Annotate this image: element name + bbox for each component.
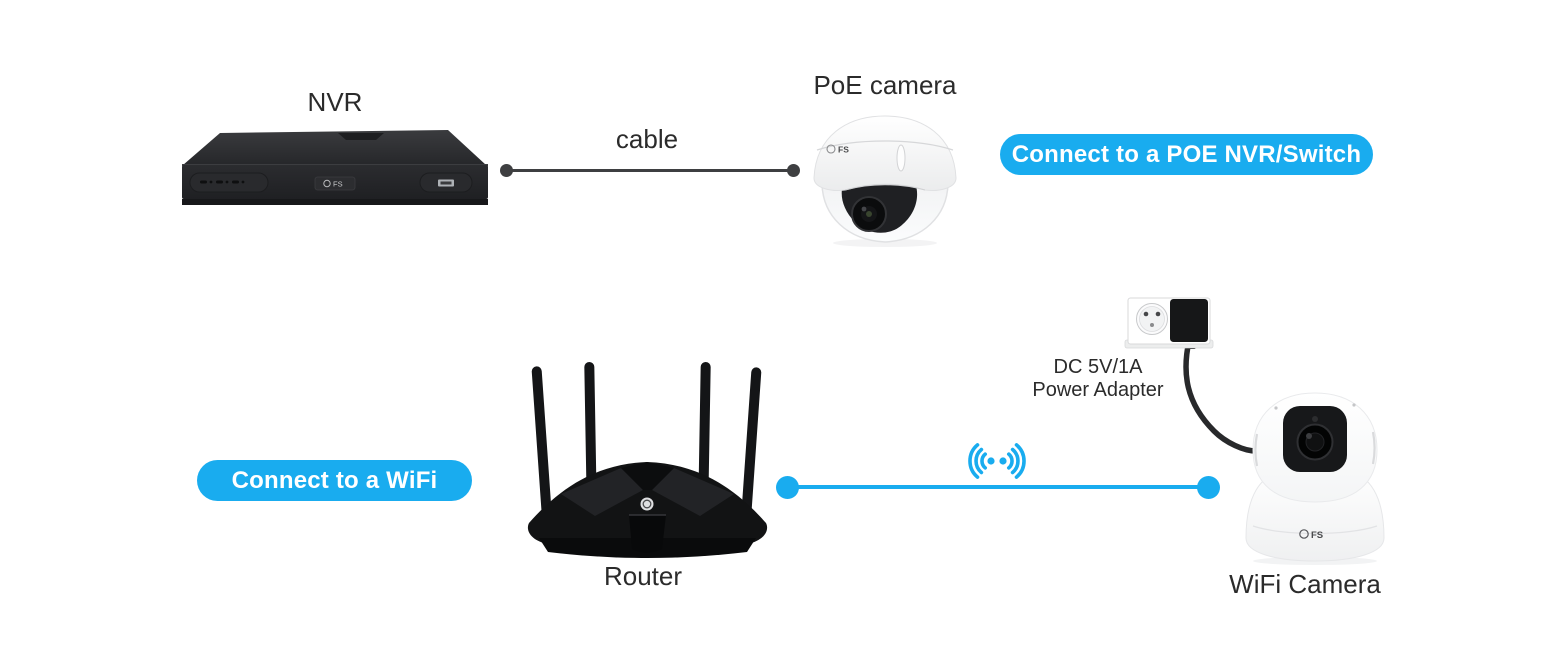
power-adapter-label-line2: Power Adapter bbox=[1032, 379, 1164, 401]
cable-line bbox=[506, 169, 793, 172]
cable-label: cable bbox=[615, 124, 679, 154]
svg-text:FS: FS bbox=[838, 145, 849, 155]
poe-camera-label: PoE camera bbox=[813, 70, 957, 100]
svg-text:FS: FS bbox=[1311, 530, 1323, 541]
router-label: Router bbox=[603, 561, 683, 591]
camera-face bbox=[1283, 406, 1347, 472]
outlet-socket bbox=[1136, 303, 1168, 335]
usb-port-icon bbox=[438, 179, 454, 187]
connect-wifi-button[interactable]: Connect to a WiFi bbox=[197, 460, 472, 501]
wireless-endpoint-dot bbox=[776, 476, 799, 499]
camera-mic-slot bbox=[896, 144, 906, 172]
cable-endpoint-dot bbox=[787, 164, 800, 177]
nvr-image: FS bbox=[182, 130, 488, 205]
power-adapter-plug bbox=[1170, 299, 1208, 342]
connect-poe-button-label: Connect to a POE NVR/Switch bbox=[1011, 140, 1362, 168]
fs-logo: FS bbox=[826, 144, 849, 155]
router-image bbox=[527, 362, 768, 558]
nvr-status-leds bbox=[200, 180, 245, 184]
wifi-signal-icon bbox=[968, 443, 1026, 479]
router-logo bbox=[640, 497, 654, 511]
router-body bbox=[527, 462, 768, 558]
cable-endpoint-dot bbox=[500, 164, 513, 177]
connect-wifi-button-label: Connect to a WiFi bbox=[231, 466, 438, 494]
power-adapter-label: DC 5V/1A Power Adapter bbox=[1008, 356, 1188, 402]
fs-logo: FS bbox=[333, 180, 343, 189]
nvr-logo-badge: FS bbox=[314, 176, 356, 191]
nvr-led-panel bbox=[189, 172, 269, 193]
power-outlet-image bbox=[1124, 297, 1259, 454]
fs-logo: FS bbox=[1299, 529, 1323, 541]
wireless-endpoint-dot bbox=[1197, 476, 1220, 499]
nvr-label: NVR bbox=[307, 87, 363, 117]
power-cord bbox=[1183, 338, 1259, 454]
nvr-top-notch bbox=[338, 133, 384, 140]
wifi-camera-image: FS bbox=[1245, 392, 1385, 565]
connect-poe-button[interactable]: Connect to a POE NVR/Switch bbox=[1000, 134, 1373, 175]
wireless-line bbox=[787, 485, 1208, 489]
camera-dome-cap bbox=[813, 115, 957, 191]
poe-camera-image: FS bbox=[813, 115, 957, 247]
power-adapter-label-line1: DC 5V/1A bbox=[1053, 356, 1143, 378]
wifi-camera-label: WiFi Camera bbox=[1229, 569, 1381, 599]
